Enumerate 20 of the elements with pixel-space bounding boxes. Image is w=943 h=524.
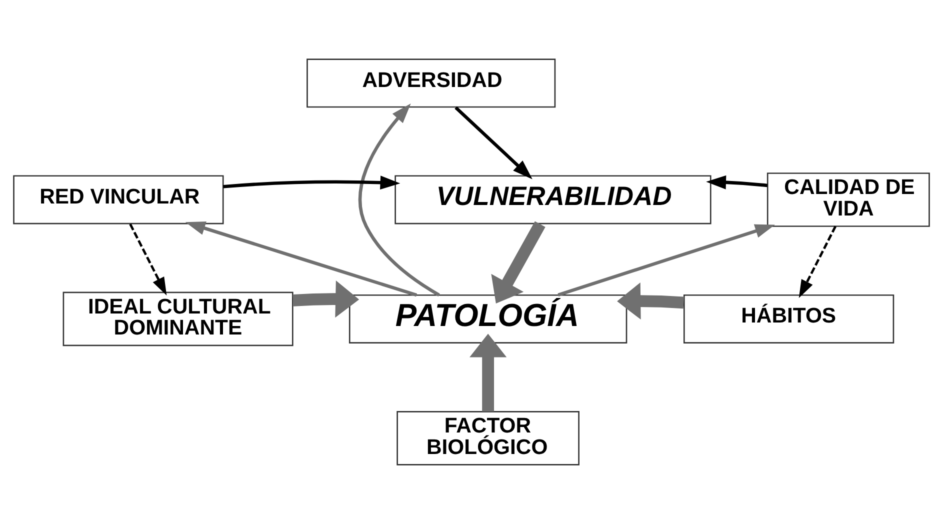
arrow	[470, 334, 507, 412]
node-box: HÁBITOS	[683, 294, 894, 344]
node-box: ADVERSIDAD	[306, 58, 556, 108]
arrow	[129, 224, 167, 296]
node-box: PATOLOGÍA	[348, 294, 628, 344]
arrow	[358, 104, 440, 296]
arrow	[706, 175, 768, 190]
arrow	[491, 221, 546, 304]
node-box: RED VINCULAR	[13, 175, 224, 224]
node-box: FACTOR BIOLÓGICO	[396, 411, 580, 466]
arrow	[558, 224, 775, 297]
arrow	[798, 226, 837, 298]
arrow	[454, 106, 532, 180]
arrow	[292, 280, 360, 318]
arrow	[617, 282, 684, 320]
node-box: CALIDAD DE VIDA	[766, 172, 930, 227]
node-box: IDEAL CULTURAL DOMINANTE	[62, 292, 294, 346]
node-box: VULNERABILIDAD	[394, 175, 712, 224]
arrow	[185, 222, 418, 297]
arrow	[223, 176, 400, 190]
